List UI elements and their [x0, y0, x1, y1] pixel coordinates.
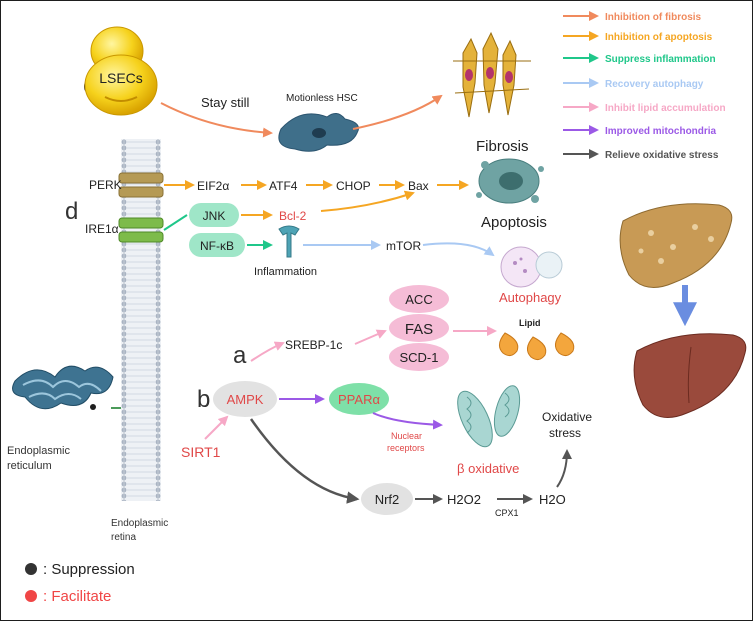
mtor-to-autophagy-arrow	[422, 242, 495, 257]
jnk-label: JNK	[203, 209, 226, 223]
bcl2-to-bax-arrow	[320, 190, 415, 212]
chop-label: CHOP	[336, 179, 371, 193]
h2o-label: H2O	[539, 492, 566, 507]
legend-label: Inhibition of fibrosis	[605, 12, 702, 23]
inflammation-label: Inflammation	[254, 266, 317, 278]
legend-label: Improved mitochondria	[605, 126, 717, 137]
er-label-line1: Endoplasmic	[7, 445, 70, 457]
section-d-letter: d	[65, 198, 78, 225]
fas-node	[389, 314, 449, 342]
acc-node	[389, 285, 449, 313]
h2o-to-stress-arrow	[556, 449, 572, 488]
acc-label: ACC	[405, 292, 432, 307]
ppara-label: PPARα	[338, 392, 380, 407]
legend-item: Relieve oxidative stress	[563, 149, 719, 161]
inflammation-icon	[278, 225, 300, 258]
bcl2-label: Bcl-2	[279, 209, 307, 223]
ampk-label: AMPK	[227, 392, 264, 407]
perk-label: PERK	[89, 178, 122, 192]
legend-label: Suppress inflammation	[605, 54, 716, 65]
legend-item: Recovery autophagy	[563, 78, 704, 90]
oxidative-stress-line2: stress	[549, 426, 581, 440]
lipid-label: Lipid	[519, 318, 541, 328]
cpx1-label: CPX1	[495, 508, 519, 518]
fibrosis-cells-icon	[453, 31, 531, 118]
legend-item: Inhibition of apoptosis	[563, 31, 713, 43]
legend-item: Inhibit lipid accumulation	[563, 102, 726, 114]
retina-label-line2: retina	[111, 532, 136, 543]
er-label-line2: reticulum	[7, 460, 52, 472]
motionless-hsc-label: Motionless HSC	[286, 93, 358, 104]
autophagy-label: Autophagy	[499, 290, 562, 305]
fatty-liver-icon	[619, 203, 733, 288]
sirt1-label: SIRT1	[181, 444, 221, 460]
facilitate-dot	[25, 590, 37, 602]
nuclear-receptors-line2: receptors	[387, 443, 425, 453]
ampk-node	[213, 381, 277, 417]
h2o2-label: H2O2	[447, 492, 481, 507]
legend-label: Relieve oxidative stress	[605, 150, 719, 161]
mtor-label: mTOR	[386, 239, 421, 253]
ire1a-label: IRE1α	[85, 222, 119, 236]
sirt1-to-ampk-arrow	[204, 415, 229, 440]
mitochondria-icon	[457, 385, 521, 448]
ampk-to-nrf2-arrow	[249, 418, 360, 504]
srebp-label: SREBP-1c	[285, 338, 342, 352]
legend-item: Suppress inflammation	[563, 53, 716, 65]
apoptosis-cell-icon	[476, 158, 544, 204]
facilitate-label: : Facilitate	[43, 588, 111, 605]
legend: Inhibition of fibrosis Inhibition of apo…	[563, 11, 726, 161]
nuclear-receptors-line1: Nuclear	[391, 431, 422, 441]
hsc-to-fibrosis-arrow	[352, 94, 443, 130]
bax-label: Bax	[408, 179, 429, 193]
beta-oxidative-label: β oxidative	[457, 461, 519, 476]
retina-label-line1: Endoplasmic	[111, 518, 168, 529]
membrane	[121, 139, 161, 501]
hsc-cell-icon	[278, 113, 359, 152]
atf4-label: ATF4	[269, 179, 298, 193]
legend-item: Improved mitochondria	[563, 125, 717, 137]
jnk-node	[189, 203, 239, 227]
nfkb-label: NF-κB	[200, 239, 234, 253]
scd1-label: SCD-1	[399, 350, 438, 365]
ppara-node	[329, 383, 389, 415]
fas-label: FAS	[405, 321, 433, 338]
oxidative-stress-line1: Oxidative	[542, 410, 592, 424]
ppara-to-mito-arrow	[372, 412, 443, 430]
section-a-letter: a	[233, 342, 247, 369]
eif2a-label: EIF2α	[197, 179, 229, 193]
section-b-letter: b	[197, 386, 210, 413]
endoplasmic-reticulum-icon	[12, 365, 121, 410]
ire1a-to-jnk-line	[163, 214, 188, 231]
legend-label: Inhibition of apoptosis	[605, 32, 713, 43]
nfkb-node	[189, 233, 245, 257]
lsecs-label: LSECs	[99, 70, 143, 86]
nrf2-label: Nrf2	[375, 492, 400, 507]
lsecs-to-hsc-arrow	[160, 102, 273, 138]
suppression-dot	[25, 563, 37, 575]
autophagy-icon	[500, 246, 563, 288]
nrf2-node	[361, 483, 413, 515]
fibrosis-label: Fibrosis	[476, 138, 529, 155]
ire1a-receptor	[118, 217, 164, 243]
perk-receptor	[118, 172, 164, 198]
lipid-droplets-icon	[499, 332, 575, 361]
ampk-to-srebp-arrow	[250, 341, 285, 362]
suppression-label: : Suppression	[43, 561, 135, 578]
legend-item: Inhibition of fibrosis	[563, 11, 702, 23]
legend-label: Recovery autophagy	[605, 79, 704, 90]
lsecs-cells	[84, 26, 158, 116]
apoptosis-label: Apoptosis	[481, 214, 547, 231]
srebp-to-fas-arrow	[354, 329, 387, 345]
scd1-node	[389, 343, 449, 371]
stay-still-label: Stay still	[201, 95, 250, 110]
legend-label: Inhibit lipid accumulation	[605, 103, 726, 114]
healthy-liver-icon	[633, 333, 747, 418]
